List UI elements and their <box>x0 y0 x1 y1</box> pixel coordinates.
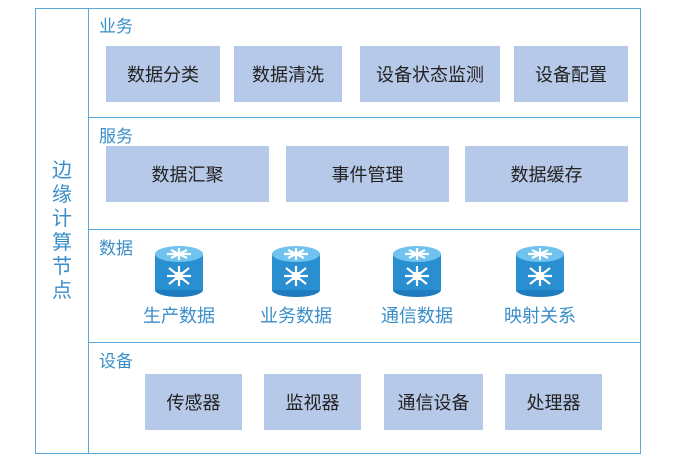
database-icon <box>155 246 203 297</box>
box-monitor: 监视器 <box>264 374 361 430</box>
layer-title: 服务 <box>99 127 133 147</box>
db-label: 映射关系 <box>504 306 576 327</box>
edge-node-label: 边 缘 计 算 节 点 <box>52 158 72 302</box>
box-data-classification: 数据分类 <box>106 46 220 102</box>
db-communication-data: 通信数据 <box>357 244 477 328</box>
box-data-aggregation: 数据汇聚 <box>106 146 269 202</box>
layer-title: 数据 <box>99 239 133 259</box>
box-data-cleaning: 数据清洗 <box>234 46 342 102</box>
box-sensor: 传感器 <box>145 374 242 430</box>
db-production-data: 生产数据 <box>119 244 239 328</box>
database-icon <box>516 246 564 297</box>
db-mapping-relation: 映射关系 <box>480 244 600 328</box>
layer-service: 服务 数据汇聚 事件管理 数据缓存 <box>89 118 641 230</box>
layer-business: 业务 数据分类 数据清洗 设备状态监测 设备配置 <box>89 8 641 118</box>
layer-title: 业务 <box>99 17 133 37</box>
edge-node-frame <box>35 8 641 454</box>
box-event-management: 事件管理 <box>286 146 449 202</box>
layer-title: 设备 <box>99 352 133 372</box>
box-data-cache: 数据缓存 <box>465 146 628 202</box>
db-business-data: 业务数据 <box>236 244 356 328</box>
database-icon <box>272 246 320 297</box>
box-device-monitoring: 设备状态监测 <box>360 46 500 102</box>
layer-device: 设备 传感器 监视器 通信设备 处理器 <box>89 343 641 454</box>
db-label: 业务数据 <box>260 306 332 327</box>
layer-data: 数据 生产数据 业务数据 通信数据 <box>89 230 641 343</box>
database-icon <box>393 246 441 297</box>
box-comm-device: 通信设备 <box>384 374 483 430</box>
box-device-config: 设备配置 <box>514 46 628 102</box>
edge-node-sidebar: 边 缘 计 算 节 点 <box>35 8 89 454</box>
box-processor: 处理器 <box>505 374 602 430</box>
db-label: 通信数据 <box>381 306 453 327</box>
db-label: 生产数据 <box>143 306 215 327</box>
